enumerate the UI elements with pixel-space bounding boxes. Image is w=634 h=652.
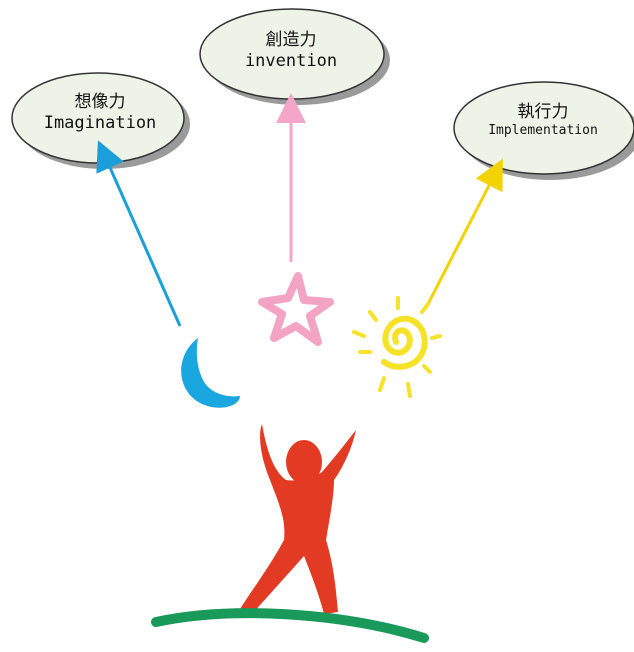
bubble-implementation [453, 81, 634, 180]
sun-icon [352, 296, 442, 398]
star-icon [258, 272, 334, 346]
arrow-to-implementation [426, 158, 503, 305]
moon-icon [181, 338, 240, 408]
bubble-imagination [11, 72, 190, 169]
ground-line [151, 608, 429, 643]
arrow-to-imagination [96, 140, 182, 327]
person-figure [238, 424, 356, 614]
bubble-invention [199, 8, 390, 105]
